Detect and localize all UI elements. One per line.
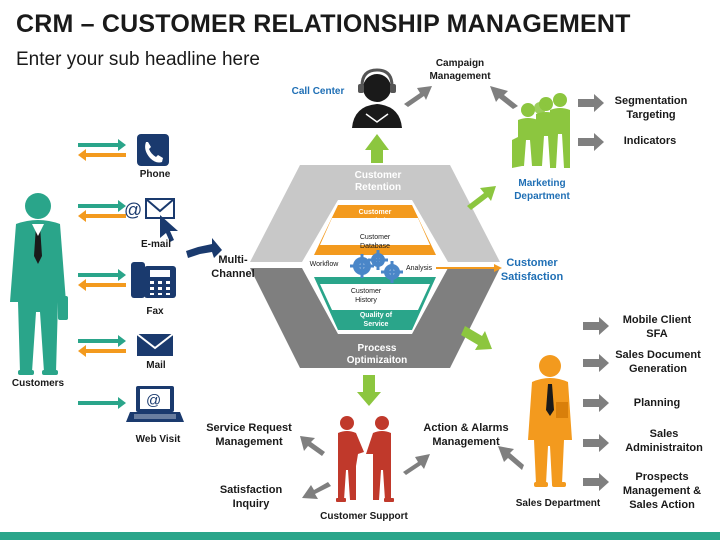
analysis-label: Analysis [405, 265, 433, 272]
bottom-accent-bar [0, 532, 720, 540]
call-center-arrows [404, 86, 518, 109]
phone-arrows [78, 139, 126, 161]
cursor-icon [160, 215, 178, 242]
call-center-label: Call Center [291, 86, 345, 97]
channel-label-phone: Phone [139, 169, 171, 180]
web-arrows [78, 397, 126, 409]
svg-text:@: @ [146, 392, 161, 409]
sales-item-planning: Planning [633, 397, 681, 409]
customer-knowledge-label: Customer Knowledge [356, 209, 394, 225]
customer-retention-label: Customer Retention [354, 170, 402, 193]
customer-satisfaction-label: Customer Satisfaction [500, 257, 564, 283]
customer-database-label: Customer Database [359, 234, 391, 250]
multi-channel-arrow [186, 238, 222, 258]
service-request-label: Service Request Management [206, 422, 292, 448]
workflow-label: Workflow [309, 261, 339, 268]
satisfaction-inquiry-label: Satisfaction Inquiry [219, 484, 283, 510]
sales-item-mobile-client: Mobile Client SFA [622, 314, 692, 340]
email-icon: @ [124, 198, 175, 220]
channel-label-fax: Fax [146, 306, 164, 317]
sales-person-icon [528, 355, 572, 487]
sales-department-label: Sales Department [515, 498, 601, 509]
channel-label-web-visit: Web Visit [135, 434, 181, 445]
quality-of-service-label: Quality of Service [359, 312, 393, 328]
customer-support-label: Customer Support [320, 511, 408, 522]
customer-figure-icon [10, 193, 68, 375]
marketing-item-indicators: Indicators [623, 135, 677, 147]
customer-history-label: Customer History [350, 288, 382, 304]
call-center-agent-icon [352, 68, 402, 128]
channel-label-mail: Mail [146, 360, 166, 371]
fax-icon [131, 262, 176, 298]
page-subtitle: Enter your sub headline here [16, 49, 260, 70]
marketing-item-segmentation: Segmentation Targeting [614, 95, 688, 121]
svg-text:@: @ [124, 200, 142, 220]
support-arrows [300, 436, 430, 499]
action-alarms-label: Action & Alarms Management [423, 422, 509, 448]
crm-hexagon [250, 165, 500, 368]
campaign-management-label: Campaign Management [429, 58, 491, 82]
sales-item-prospects: Prospects Management & Sales Action [622, 471, 702, 511]
channel-label-email: E-mail [140, 239, 171, 250]
marketing-department-label: Marketing Department [514, 178, 570, 202]
process-optimization-label: Process Optimizaiton [346, 343, 408, 366]
page-title: CRM – CUSTOMER RELATIONSHIP MANAGEMENT [16, 10, 631, 38]
customers-label: Customers [11, 378, 65, 389]
sales-item-document-generation: Sales Document Generation [615, 349, 701, 375]
mail-arrows [78, 335, 126, 357]
web-visit-icon: @ [126, 386, 184, 422]
gears-icon [350, 250, 403, 283]
mail-icon [136, 333, 174, 356]
sales-item-administration: Sales Administraiton [625, 428, 703, 454]
marketing-arrows [578, 94, 604, 151]
sales-arrows [498, 317, 609, 491]
multi-channel-label: Multi- Channel [211, 254, 255, 280]
phone-icon [137, 134, 169, 166]
fax-arrows [78, 269, 126, 291]
email-arrows [78, 200, 126, 222]
customer-support-handshake-icon [336, 416, 394, 502]
marketing-team-icon [512, 93, 570, 168]
green-arrows [357, 134, 496, 406]
channel-arrows [78, 139, 126, 409]
